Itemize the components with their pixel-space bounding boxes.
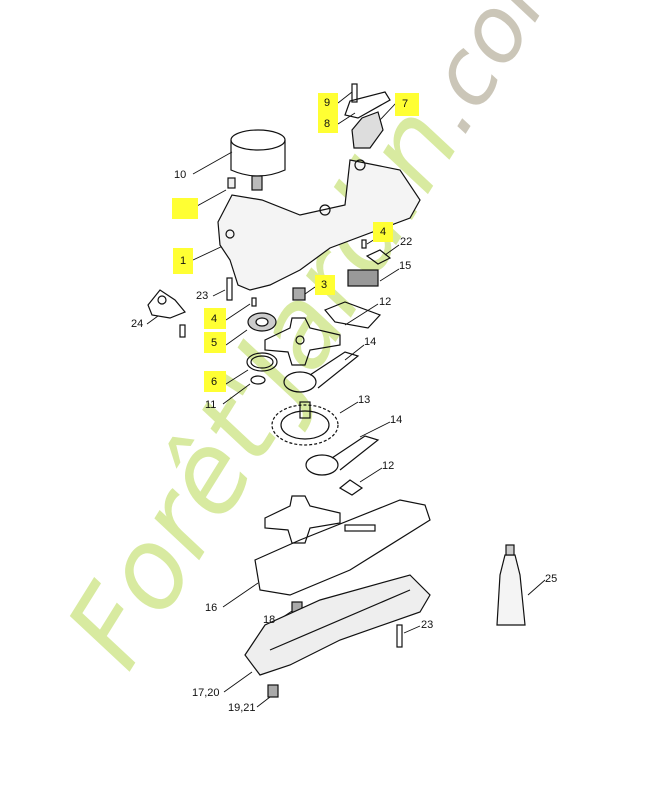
highlight-4-lower	[204, 308, 226, 329]
callout-7: 7	[402, 98, 409, 110]
callout-24: 24	[131, 318, 144, 330]
part-connecting-rod-14	[283, 351, 360, 393]
callout-1: 1	[180, 255, 187, 267]
callout-6: 6	[211, 376, 218, 388]
part-pin-small	[227, 177, 236, 189]
callout-13: 13	[358, 394, 371, 406]
highlight-blank	[172, 198, 198, 219]
part-cam-plate	[264, 317, 341, 366]
part-cam-plate-lower	[264, 495, 341, 544]
part-pad-12	[338, 479, 364, 496]
part-pin-4-lower	[251, 297, 257, 307]
part-bracket-24	[147, 289, 186, 338]
callout-17-20: 17,20	[192, 687, 220, 699]
callout-19-21: 19,21	[228, 702, 256, 714]
callout-14-upper: 14	[364, 336, 377, 348]
highlight-6	[204, 371, 226, 392]
part-tube-25	[496, 544, 526, 626]
callout-14-lower: 14	[390, 414, 403, 426]
part-gear-13	[271, 401, 339, 446]
part-drum-10	[230, 129, 286, 191]
callout-4-upper: 4	[380, 226, 387, 238]
part-screw-23b	[396, 624, 403, 648]
highlight-7	[395, 93, 419, 116]
callout-11: 11	[205, 399, 217, 411]
callout-9: 9	[324, 97, 331, 109]
leader-lines	[146, 91, 546, 708]
highlight-4-upper	[373, 222, 393, 242]
callout-25: 25	[545, 573, 558, 585]
part-blade-plate-16	[254, 499, 431, 596]
callout-16: 16	[205, 602, 218, 614]
highlight-3	[315, 275, 335, 295]
part-pin-4-upper	[361, 239, 367, 249]
part-ring-6	[246, 352, 278, 372]
part-plate-22	[365, 249, 392, 265]
part-block-15	[347, 269, 379, 287]
part-gasket-12	[324, 301, 382, 329]
part-ring-11	[250, 375, 266, 385]
callout-12-upper: 12	[379, 296, 392, 308]
callout-23-upper: 23	[196, 290, 209, 302]
callout-22: 22	[400, 236, 413, 248]
callout-8: 8	[324, 118, 331, 130]
part-housing-1	[217, 159, 421, 291]
callout-23-lower: 23	[421, 619, 434, 631]
part-connecting-rod-14b	[305, 435, 380, 476]
highlight-1	[173, 248, 193, 274]
callout-10: 10	[174, 169, 187, 181]
part-cover-8	[344, 91, 391, 119]
part-screw-23	[226, 277, 233, 301]
callout-4-lower: 4	[211, 313, 218, 325]
callout-5: 5	[211, 337, 218, 349]
callout-3: 3	[321, 279, 328, 291]
part-plug-19	[267, 684, 279, 698]
callout-18: 18	[263, 614, 276, 626]
highlight-9-8	[318, 93, 338, 133]
callout-12-lower: 12	[382, 460, 395, 472]
part-guide-7	[351, 111, 384, 149]
callout-15: 15	[399, 260, 412, 272]
part-bearing-5	[247, 312, 277, 332]
highlight-5	[204, 332, 226, 353]
part-bushing-3	[292, 287, 306, 301]
part-screw-9	[351, 83, 358, 103]
part-base-17	[244, 574, 431, 676]
